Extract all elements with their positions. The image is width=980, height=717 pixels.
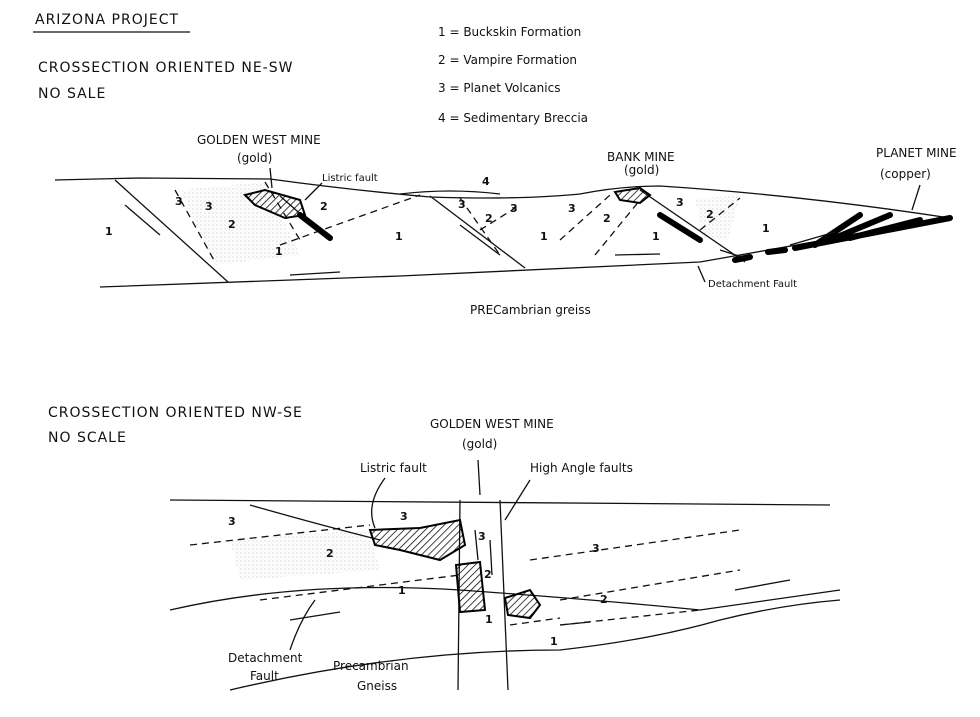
normal-fault [639, 189, 746, 263]
bank-ore-body [613, 186, 652, 205]
basement-label: Gneiss [357, 679, 397, 693]
section2-heading: CROSSECTION ORIENTED NW-SE [48, 405, 303, 421]
unit-label: 3 [228, 515, 236, 528]
arrow-icon [269, 167, 273, 189]
legend-item: 1 = Buckskin Formation [438, 25, 581, 39]
legend-item: 4 = Sedimentary Breccia [438, 111, 588, 125]
listric-fault-line [249, 504, 381, 541]
arrow-icon [304, 182, 323, 201]
normal-fault [114, 179, 229, 283]
legend: 1 = Buckskin Formation 2 = Vampire Forma… [438, 25, 588, 125]
unit-label: 3 [205, 200, 213, 213]
unit-label: 2 [320, 200, 328, 213]
detachment-fault-label: Detachment [228, 651, 303, 665]
unit-label: 1 [275, 245, 283, 258]
unit-label: 3 [510, 202, 518, 215]
unit-label: 2 [484, 568, 492, 581]
basement-label: Precambrian [333, 659, 409, 673]
golden-west-mine-label: GOLDEN WEST MINE [197, 133, 321, 147]
mineralized-fault-zone [297, 212, 953, 263]
golden-west-commodity: (gold) [462, 437, 497, 451]
arrow-icon [911, 184, 921, 211]
contact-lines [174, 181, 741, 263]
breccia-unit-4 [399, 190, 501, 195]
unit-label: 2 [326, 547, 334, 560]
unit-label: 1 [485, 613, 493, 626]
unit-label: 1 [395, 230, 403, 243]
surface-line [54, 177, 951, 219]
detachment-fault-label: Detachment Fault [708, 279, 797, 290]
section2-scale-note: NO SCALE [48, 430, 127, 446]
detachment-fault-line [169, 586, 841, 611]
unit-label: 3 [568, 202, 576, 215]
unit-label: 2 [603, 212, 611, 225]
unit-label: 3 [592, 542, 600, 555]
unit-label: 1 [762, 222, 770, 235]
project-title: ARIZONA PROJECT [35, 12, 179, 28]
unit-label: 3 [478, 530, 486, 543]
bank-mine-commodity: (gold) [624, 163, 659, 177]
legend-item: 2 = Vampire Formation [438, 53, 577, 67]
listric-fault-label: Listric fault [322, 173, 378, 184]
unit-label: 1 [540, 230, 548, 243]
unit-label: 3 [676, 196, 684, 209]
section1-scale-note: NO SALE [38, 86, 106, 102]
unit-label: 3 [458, 198, 466, 211]
planet-mine-label: PLANET MINE [876, 146, 957, 160]
unit-2-stipple [230, 530, 380, 580]
unit-label: 4 [482, 175, 490, 188]
golden-west-ore-body [454, 560, 487, 614]
lower-boundary [229, 599, 841, 691]
golden-west-ore-body [368, 518, 467, 562]
unit-label: 1 [652, 230, 660, 243]
unit-label: 1 [105, 225, 113, 238]
high-angle-faults-label: High Angle faults [530, 461, 633, 475]
arrow-icon [289, 599, 316, 651]
basement-label: PRECambrian greiss [470, 303, 591, 317]
arrow-icon [371, 477, 386, 529]
legend-item: 3 = Planet Volcanics [438, 81, 560, 95]
golden-west-mine-label: GOLDEN WEST MINE [430, 417, 554, 431]
golden-west-ore-body [243, 188, 307, 220]
unit-label: 2 [600, 593, 608, 606]
detachment-fault-label: Fault [250, 669, 279, 683]
arrow-icon [477, 459, 481, 496]
motion-arrows [124, 204, 836, 276]
arrow-icon [504, 479, 531, 521]
unit-label: 1 [398, 584, 406, 597]
section1-heading: CROSSECTION ORIENTED NE-SW [38, 60, 293, 76]
unit-label: 2 [485, 212, 493, 225]
golden-west-commodity: (gold) [237, 151, 272, 165]
section-ne-sw: 3 1 2 3 1 2 1 4 3 2 3 1 3 2 1 3 2 1 GOLD… [54, 133, 957, 317]
bank-mine-label: BANK MINE [607, 150, 675, 164]
unit-label: 2 [228, 218, 236, 231]
unit-label: 3 [400, 510, 408, 523]
motion-arrows [289, 529, 791, 626]
unit-label: 2 [706, 208, 714, 221]
normal-fault [429, 195, 526, 269]
unit-2-stipple [695, 196, 740, 240]
arrow-icon [697, 265, 706, 283]
contact-lines [189, 524, 741, 626]
listric-fault-label: Listric fault [360, 461, 427, 475]
unit-label: 3 [175, 195, 183, 208]
planet-mine-commodity: (copper) [880, 167, 931, 181]
section-nw-se: 3 3 2 1 3 2 1 3 2 1 GOLDEN WEST MINE (go… [169, 417, 841, 693]
unit-label: 1 [550, 635, 558, 648]
golden-west-ore-body [503, 588, 542, 620]
